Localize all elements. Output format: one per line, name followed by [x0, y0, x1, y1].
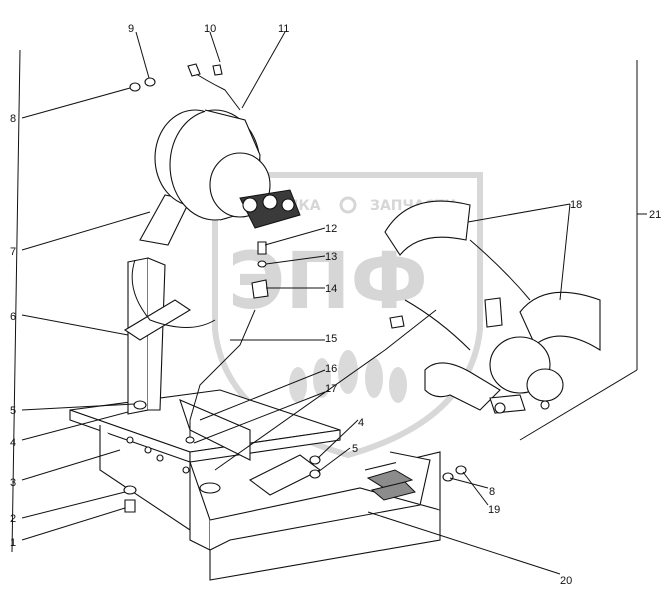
sheet-left-edge [11, 49, 21, 553]
gear-icon [339, 196, 357, 214]
washer-9 [144, 77, 156, 87]
callout-8-right: 8 [489, 486, 495, 498]
blower-assembly [131, 63, 301, 328]
callout-4-left: 4 [10, 437, 16, 449]
callout-15: 15 [325, 333, 337, 345]
callout-18: 18 [570, 199, 582, 211]
nut-8-top [129, 82, 141, 92]
callout-14: 14 [325, 283, 337, 295]
support-bracket [123, 257, 192, 415]
callout-21: 21 [649, 209, 661, 221]
callout-5-left: 5 [10, 405, 16, 417]
callout-20: 20 [560, 575, 572, 587]
callout-8-left: 8 [10, 113, 16, 125]
callout-2: 2 [10, 513, 16, 525]
callout-3: 3 [10, 477, 16, 489]
washer-2 [123, 485, 137, 495]
callout-11: 11 [278, 23, 289, 35]
washer-19 [455, 465, 467, 475]
callout-4-right: 4 [358, 417, 364, 429]
callout-12: 12 [325, 223, 337, 235]
leader-lines [21, 31, 571, 575]
right-assembly [384, 200, 601, 414]
sheet-right-diagonal [519, 369, 638, 441]
callout-5-right: 5 [352, 443, 358, 455]
callout-6: 6 [10, 311, 16, 323]
callout-19: 19 [488, 504, 500, 516]
callout-13: 13 [325, 251, 337, 263]
callout-7: 7 [10, 246, 16, 258]
wheat-icon [289, 350, 407, 403]
fittings [185, 241, 269, 444]
callout-1: 1 [10, 537, 16, 549]
nut-8-right [442, 472, 454, 482]
nut-5 [309, 469, 321, 479]
callout-17: 17 [325, 383, 337, 395]
callout-16: 16 [325, 363, 337, 375]
callout-10: 10 [204, 23, 216, 35]
callout-9: 9 [128, 23, 134, 35]
fasteners [123, 77, 467, 513]
washer-4 [309, 455, 321, 465]
mounting-frame [69, 389, 441, 581]
callout-labels: 1 2 3 4 4 5 5 6 7 8 8 9 10 11 12 13 14 1… [10, 23, 661, 587]
watermark-shield [212, 172, 483, 459]
bolt-1 [124, 499, 136, 513]
